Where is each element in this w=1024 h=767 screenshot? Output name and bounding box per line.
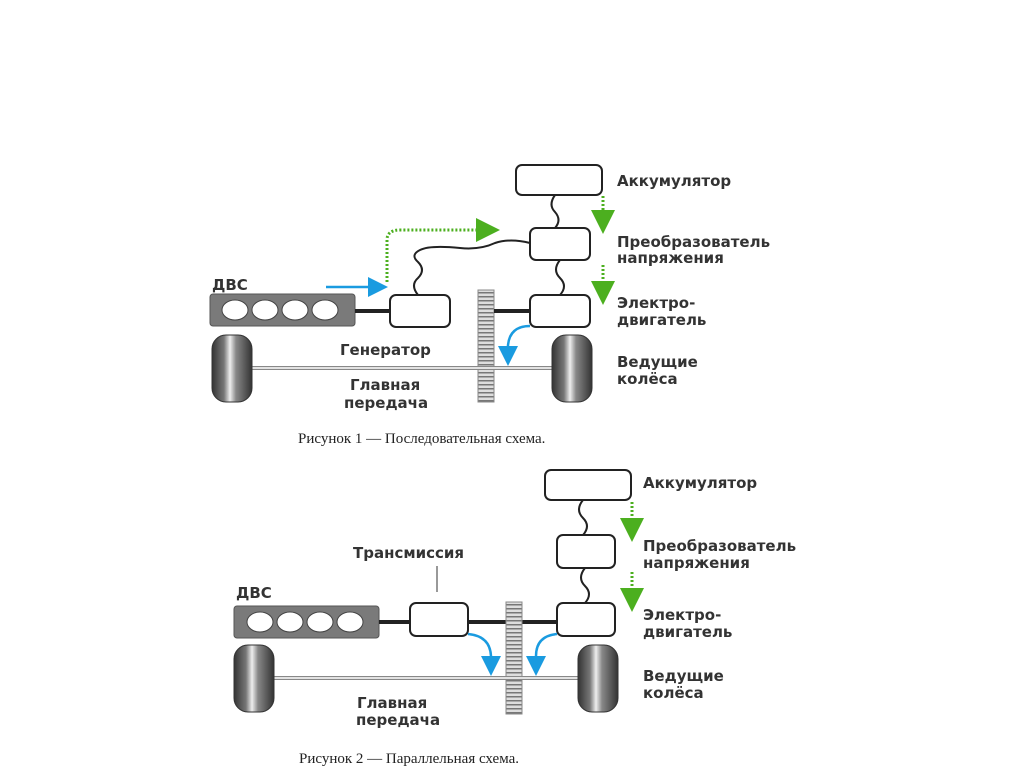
drive-flow-arrow-motor [498,324,531,366]
motor-box [556,602,616,637]
battery-label: Аккумулятор [617,172,731,190]
wheels-label-1: Ведущие [643,667,724,685]
right-wheel [551,334,593,403]
drive-flow-arrow-transmission [467,632,501,676]
generator-converter-wire [413,239,531,296]
motor-label-2: двигатель [617,311,706,329]
engine-label: ДВС [236,584,272,602]
converter-label-2: напряжения [643,554,750,572]
battery-box [515,164,603,196]
converter-motor-wire [555,259,565,296]
transmission-box [409,602,469,637]
battery-box [544,469,632,501]
final-drive-gear [477,289,495,403]
figure-2-parallel-scheme: ДВС Трансмиссия Аккумулятор Преобразоват… [233,469,796,767]
motor-label-1: Электро- [617,294,695,312]
motor-box [529,294,591,328]
converter-label-1: Преобразователь [617,233,770,251]
final-drive-label-1: Главная [350,376,420,394]
converter-label-1: Преобразователь [643,537,796,555]
left-wheel [211,334,253,403]
drive-flow-arrow-motor [526,632,558,676]
generator-label: Генератор [340,341,431,359]
battery-converter-wire [550,194,560,229]
wheels-label-2: колёса [617,370,678,388]
engine-block [209,293,356,327]
motor-label-1: Электро- [643,606,721,624]
final-drive-label-2: передача [344,394,428,412]
figure-1-series-scheme: ДВС Генератор Аккумулятор Преобразовател… [209,164,770,447]
converter-label-2: напряжения [617,249,724,267]
figure-2-caption: Рисунок 2 — Параллельная схема. [299,751,519,767]
energy-flow-arrow-generator [385,218,500,282]
engine-label: ДВС [212,276,248,294]
motor-label-2: двигатель [643,623,732,641]
final-drive-label-1: Главная [357,694,427,712]
converter-box [556,534,616,569]
right-wheel [577,644,619,713]
transmission-label: Трансмиссия [353,544,464,562]
engine-block [233,605,380,639]
figure-1-caption: Рисунок 1 — Последовательная схема. [298,431,545,447]
final-drive-gear [505,601,523,715]
converter-box [529,227,591,261]
final-drive-label-2: передача [356,711,440,729]
battery-converter-wire [578,499,588,536]
left-wheel [233,644,275,713]
battery-label: Аккумулятор [643,474,757,492]
wheels-label-1: Ведущие [617,353,698,371]
converter-motor-wire [580,567,590,604]
generator-box [389,294,451,328]
wheels-label-2: колёса [643,684,704,702]
